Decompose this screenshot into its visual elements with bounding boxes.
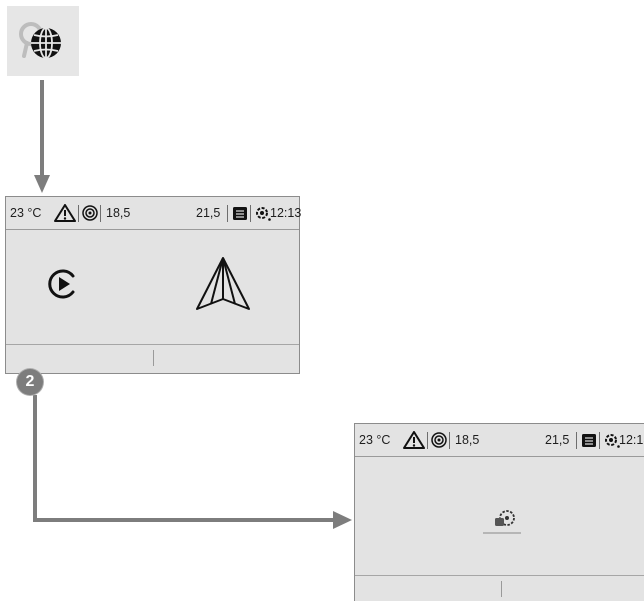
arrow-head-right (333, 511, 352, 529)
divider (576, 432, 577, 449)
outside-temperature: 23 °C (359, 433, 391, 447)
step-badge: 2 (17, 369, 43, 395)
media-app-tile[interactable] (46, 267, 80, 301)
settings-gear-icon (256, 207, 271, 221)
bottom-bar (355, 575, 644, 601)
status-left-value: 18,5 (106, 206, 131, 220)
bottom-bar-divider (152, 350, 154, 366)
divider (78, 205, 79, 222)
clock: 12:13 (270, 206, 302, 220)
signal-icon (82, 205, 98, 221)
outside-temperature: 23 °C (10, 206, 42, 220)
clock: 12:13 (619, 433, 644, 447)
navigation-app-tile[interactable] (194, 255, 252, 313)
phone-list-icon (233, 207, 247, 220)
divider (100, 205, 101, 222)
status-right-value: 21,5 (196, 206, 221, 220)
service-gear-icon (483, 510, 521, 534)
service-app-tile[interactable] (479, 506, 525, 536)
divider (599, 432, 600, 449)
play-circle-icon (48, 269, 75, 299)
warning-triangle-icon (54, 204, 76, 222)
arrow-head-down (34, 175, 50, 193)
warning-triangle-icon (403, 431, 425, 449)
screen-services: 23 °C 18,5 21,5 12:13 (354, 423, 644, 601)
status-right-value: 21,5 (545, 433, 570, 447)
settings-gear-icon (605, 434, 620, 448)
divider (250, 205, 251, 222)
divider (449, 432, 450, 449)
globe-with-search-icon (19, 22, 61, 59)
screen-main-menu: 23 °C 18,5 21,5 12:13 (5, 196, 302, 374)
signal-icon (431, 432, 447, 448)
connected-services-button[interactable] (7, 6, 79, 76)
bottom-bar-divider (500, 581, 502, 597)
status-left-value: 18,5 (455, 433, 480, 447)
divider (427, 432, 428, 449)
status-bar: 23 °C 18,5 21,5 12:13 (6, 197, 302, 230)
navigation-arrow-icon (196, 257, 250, 310)
bottom-bar (6, 344, 299, 373)
status-bar: 23 °C 18,5 21,5 12:13 (355, 424, 644, 457)
phone-list-icon (582, 434, 596, 447)
divider (227, 205, 228, 222)
